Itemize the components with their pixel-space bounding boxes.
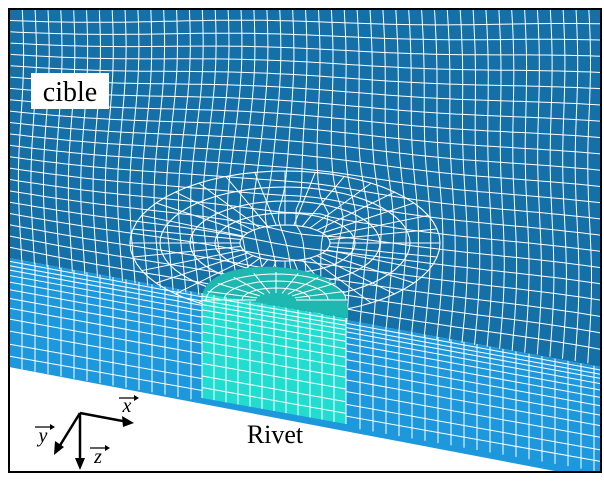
refined-mesh-spoke xyxy=(309,257,372,304)
rivet-mesh-layer xyxy=(201,315,347,342)
x-axis-vector-tip xyxy=(134,395,139,401)
coordinate-axes: x y z xyxy=(35,395,139,470)
top-mesh-line xyxy=(7,133,601,187)
refined-mesh-spoke xyxy=(326,214,429,237)
figure-border xyxy=(8,8,602,473)
top-mesh-line xyxy=(6,144,602,204)
top-mesh-line xyxy=(5,178,604,253)
rivet-head-mesh-spoke xyxy=(217,283,260,297)
top-mesh-line xyxy=(6,212,604,302)
rivet-head-mesh-spoke xyxy=(292,283,335,297)
target-label-text: cible xyxy=(43,77,97,108)
x-axis-arrowhead xyxy=(122,416,134,427)
top-mesh-line xyxy=(6,155,603,220)
top-mesh-line xyxy=(5,189,604,269)
target-label: cible xyxy=(31,73,109,109)
z-axis-vector-tip xyxy=(105,445,110,451)
target-label-background xyxy=(31,73,109,109)
y-axis-vector-tip xyxy=(50,424,55,430)
refined-mesh-spoke xyxy=(254,172,277,226)
refined-mesh-spoke xyxy=(132,246,241,258)
refined-mesh-spoke xyxy=(175,255,254,295)
rivet-head-mesh-spoke xyxy=(281,273,299,294)
refined-mesh-spoke xyxy=(141,249,244,272)
refined-mesh-spoke xyxy=(316,191,395,231)
refined-mesh-spoke xyxy=(322,202,415,234)
refined-mesh-spoke xyxy=(141,214,244,237)
refined-mesh-spoke xyxy=(132,228,241,240)
refined-mesh-spoke xyxy=(293,172,316,226)
rivet-head-mesh-spoke xyxy=(207,290,258,299)
y-axis-label: y xyxy=(37,425,48,447)
rivet-head-mesh-spoke xyxy=(253,273,271,294)
rivet-mesh-layer xyxy=(201,304,347,331)
rivet-mesh-layer xyxy=(201,362,347,390)
refined-mesh-spoke xyxy=(225,176,269,227)
top-mesh-line xyxy=(9,19,603,26)
top-mesh-line xyxy=(6,201,604,285)
refined-mesh-spoke xyxy=(316,255,395,295)
refined-mesh-spoke xyxy=(155,202,248,234)
rivet-head-mesh-spoke xyxy=(233,276,265,295)
refined-mesh-spoke xyxy=(322,252,415,284)
rivet-mesh-layer xyxy=(201,299,347,326)
rivet-mesh-layer xyxy=(201,340,347,368)
top-mesh-line xyxy=(10,53,604,74)
rivet-mesh-layer xyxy=(201,309,347,336)
x-axis-arrow xyxy=(79,411,129,424)
rivet-head-mesh-spoke xyxy=(287,276,319,295)
rivet-mesh-layer xyxy=(201,322,347,350)
z-axis-label: z xyxy=(93,446,102,468)
rivet-mesh-layer xyxy=(201,351,347,378)
rivet-mesh xyxy=(201,272,348,424)
y-axis-arrow xyxy=(57,412,82,448)
refined-mesh-spoke xyxy=(309,182,372,229)
y-axis-arrowhead xyxy=(54,441,64,455)
rivet-mesh-layer xyxy=(201,331,347,358)
refined-mesh-spoke xyxy=(155,252,248,284)
top-mesh-line xyxy=(7,121,601,171)
rivet-mesh-layer xyxy=(201,375,347,403)
refined-mesh-spoke xyxy=(198,182,261,229)
side-face-mesh xyxy=(8,260,602,471)
top-mesh-line xyxy=(10,65,603,90)
rivet-label: Rivet xyxy=(247,420,304,449)
refined-mesh-spoke xyxy=(301,176,345,227)
z-axis-arrowhead xyxy=(75,458,85,470)
top-face-mesh xyxy=(5,7,604,364)
x-axis-label: x xyxy=(122,395,132,417)
refined-mesh-spoke xyxy=(175,191,254,231)
top-mesh-line xyxy=(8,110,601,155)
refined-mesh-spoke xyxy=(326,249,429,272)
rivet-mesh-layer xyxy=(201,387,347,414)
top-mesh-line xyxy=(10,42,604,57)
refined-mesh-spoke xyxy=(329,246,438,258)
rivet-head-mesh-spoke xyxy=(294,290,345,299)
refined-mesh-spoke xyxy=(329,228,438,240)
top-mesh-line xyxy=(5,167,603,236)
top-mesh-line xyxy=(10,31,604,41)
